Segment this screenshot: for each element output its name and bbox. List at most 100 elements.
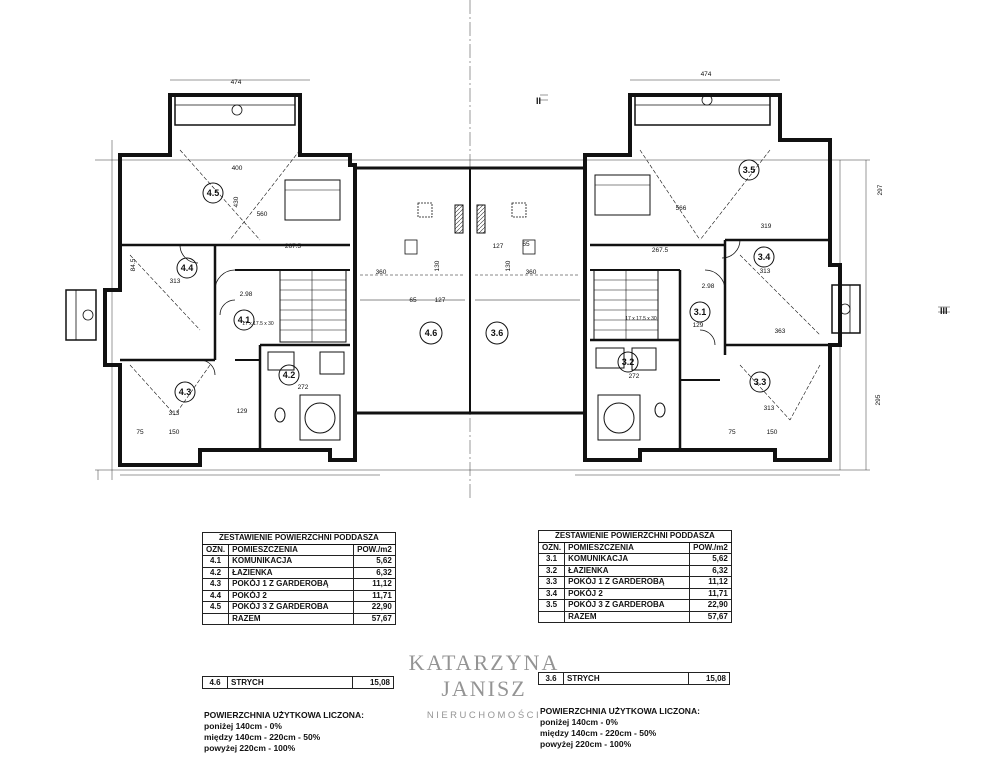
- col-header: POMIESZCZENIA: [564, 541, 691, 554]
- room-4-1-label: 4.1: [233, 309, 255, 331]
- notes-line: powyżej 220cm - 100%: [540, 739, 632, 749]
- table-title: ZESTAWIENIE POWIERZCHNI PODDASZA: [538, 530, 732, 543]
- right-unit-plan: [583, 93, 861, 462]
- room-3-5-label: 3.5: [738, 159, 760, 181]
- cell: 15,08: [352, 676, 394, 689]
- cell: STRYCH: [227, 676, 353, 689]
- svg-text:4.3: 4.3: [179, 387, 192, 397]
- construction-lines: [95, 0, 950, 500]
- cell: POKÓJ 1 Z GARDEROBĄ: [564, 576, 691, 589]
- cell: 4.2: [201, 566, 230, 579]
- dim: 2.98: [702, 283, 715, 290]
- dim: 75: [728, 429, 736, 436]
- svg-text:4.1: 4.1: [238, 315, 251, 325]
- cell: 4.6: [202, 676, 228, 689]
- cell: 4.5: [201, 601, 230, 614]
- total-label: RAZEM: [564, 610, 691, 623]
- dim: 65: [409, 297, 417, 304]
- dim-right-top: 474: [701, 71, 712, 78]
- col-header: OZN.: [537, 541, 566, 554]
- dim: 360: [376, 269, 387, 276]
- right-room-labels: 3.5 3.4 3.1 3.2 3.3 3.6: [485, 159, 775, 393]
- watermark: KATARZYNA JANISZ NIERUCHOMOŚCI: [384, 650, 584, 721]
- total-value: 57,67: [353, 612, 396, 625]
- svg-text:3.2: 3.2: [622, 357, 635, 367]
- cell: KOMUNIKACJA: [564, 553, 691, 566]
- svg-text:4.6: 4.6: [425, 328, 438, 338]
- notes-heading: POWIERZCHNIA UŻYTKOWA LICZONA:: [540, 706, 700, 716]
- section-mark-top: II: [536, 96, 541, 106]
- section-marks: II III: [536, 96, 948, 316]
- dim: 129: [693, 322, 704, 329]
- cell: 22,90: [689, 599, 732, 612]
- dim: 560: [257, 211, 268, 218]
- cell: 11,12: [353, 578, 396, 591]
- right-attic-row: 3.6 STRYCH 15,08: [538, 672, 730, 685]
- notes-heading: POWIERZCHNIA UŻYTKOWA LICZONA:: [204, 710, 364, 720]
- cell: ŁAZIENKA: [564, 564, 691, 577]
- dim: 130: [434, 260, 441, 271]
- notes-line: poniżej 140cm - 0%: [204, 721, 282, 731]
- dim: 566: [676, 205, 687, 212]
- cell: 22,90: [353, 601, 396, 614]
- dim: 17 x 17.5 x 30: [242, 321, 274, 327]
- dim: 267.5: [285, 243, 302, 250]
- cell: POKÓJ 1 Z GARDEROBĄ: [228, 578, 355, 591]
- cell: 3.4: [537, 587, 566, 600]
- left-notes: POWIERZCHNIA UŻYTKOWA LICZONA: poniżej 1…: [204, 710, 364, 754]
- dim: 129: [237, 408, 248, 415]
- dim-left-total: 295: [875, 394, 882, 405]
- left-area-table: ZESTAWIENIE POWIERZCHNI PODDASZA OZN. PO…: [201, 532, 396, 625]
- svg-text:3.6: 3.6: [491, 328, 504, 338]
- cell: 5,62: [353, 555, 396, 568]
- room-4-2-label: 4.2: [278, 364, 300, 386]
- dim: 75: [136, 429, 144, 436]
- attic-area: [353, 166, 587, 415]
- svg-text:4.2: 4.2: [283, 370, 296, 380]
- notes-line: między 140cm - 220cm - 50%: [540, 728, 657, 738]
- notes-line: między 140cm - 220cm - 50%: [204, 732, 321, 742]
- cell: ŁAZIENKA: [228, 566, 355, 579]
- col-header: POMIESZCZENIA: [228, 543, 355, 556]
- dim: 84.5: [130, 258, 137, 271]
- svg-text:3.4: 3.4: [758, 252, 771, 262]
- dim: 2.98: [240, 291, 253, 298]
- watermark-subtitle: NIERUCHOMOŚCI: [426, 710, 542, 721]
- total-value: 57,67: [689, 610, 732, 623]
- dimension-labels: 474 474 297 295 560 430 400 267.5 313 84…: [130, 71, 884, 436]
- cell: POKÓJ 2: [564, 587, 691, 600]
- cell: POKÓJ 3 Z GARDEROBA: [228, 601, 355, 614]
- left-room-labels: 4.5 4.4 4.1 4.2 4.3 4.6: [174, 182, 443, 403]
- cell: 3.1: [537, 553, 566, 566]
- room-4-4-label: 4.4: [176, 257, 198, 279]
- room-3-6-label: 3.6: [485, 321, 509, 345]
- section-mark-right: III: [940, 306, 948, 316]
- dim: 17 x 17.5 x 30: [625, 316, 657, 322]
- dim-right-total: 297: [877, 184, 884, 195]
- cell: 15,08: [688, 672, 730, 685]
- dim: 363: [775, 328, 786, 335]
- svg-text:3.1: 3.1: [694, 307, 707, 317]
- room-3-4-label: 3.4: [753, 246, 775, 268]
- dim: 313: [760, 268, 771, 275]
- right-notes: POWIERZCHNIA UŻYTKOWA LICZONA: poniżej 1…: [540, 706, 700, 750]
- room-3-3-label: 3.3: [749, 371, 771, 393]
- dim: 313: [764, 405, 775, 412]
- svg-text:3.3: 3.3: [754, 377, 767, 387]
- dim: 360: [526, 269, 537, 276]
- cell: 6,32: [689, 564, 732, 577]
- table-title: ZESTAWIENIE POWIERZCHNI PODDASZA: [202, 532, 396, 545]
- cell: POKÓJ 3 Z GARDEROBA: [564, 599, 691, 612]
- cell: 4.1: [201, 555, 230, 568]
